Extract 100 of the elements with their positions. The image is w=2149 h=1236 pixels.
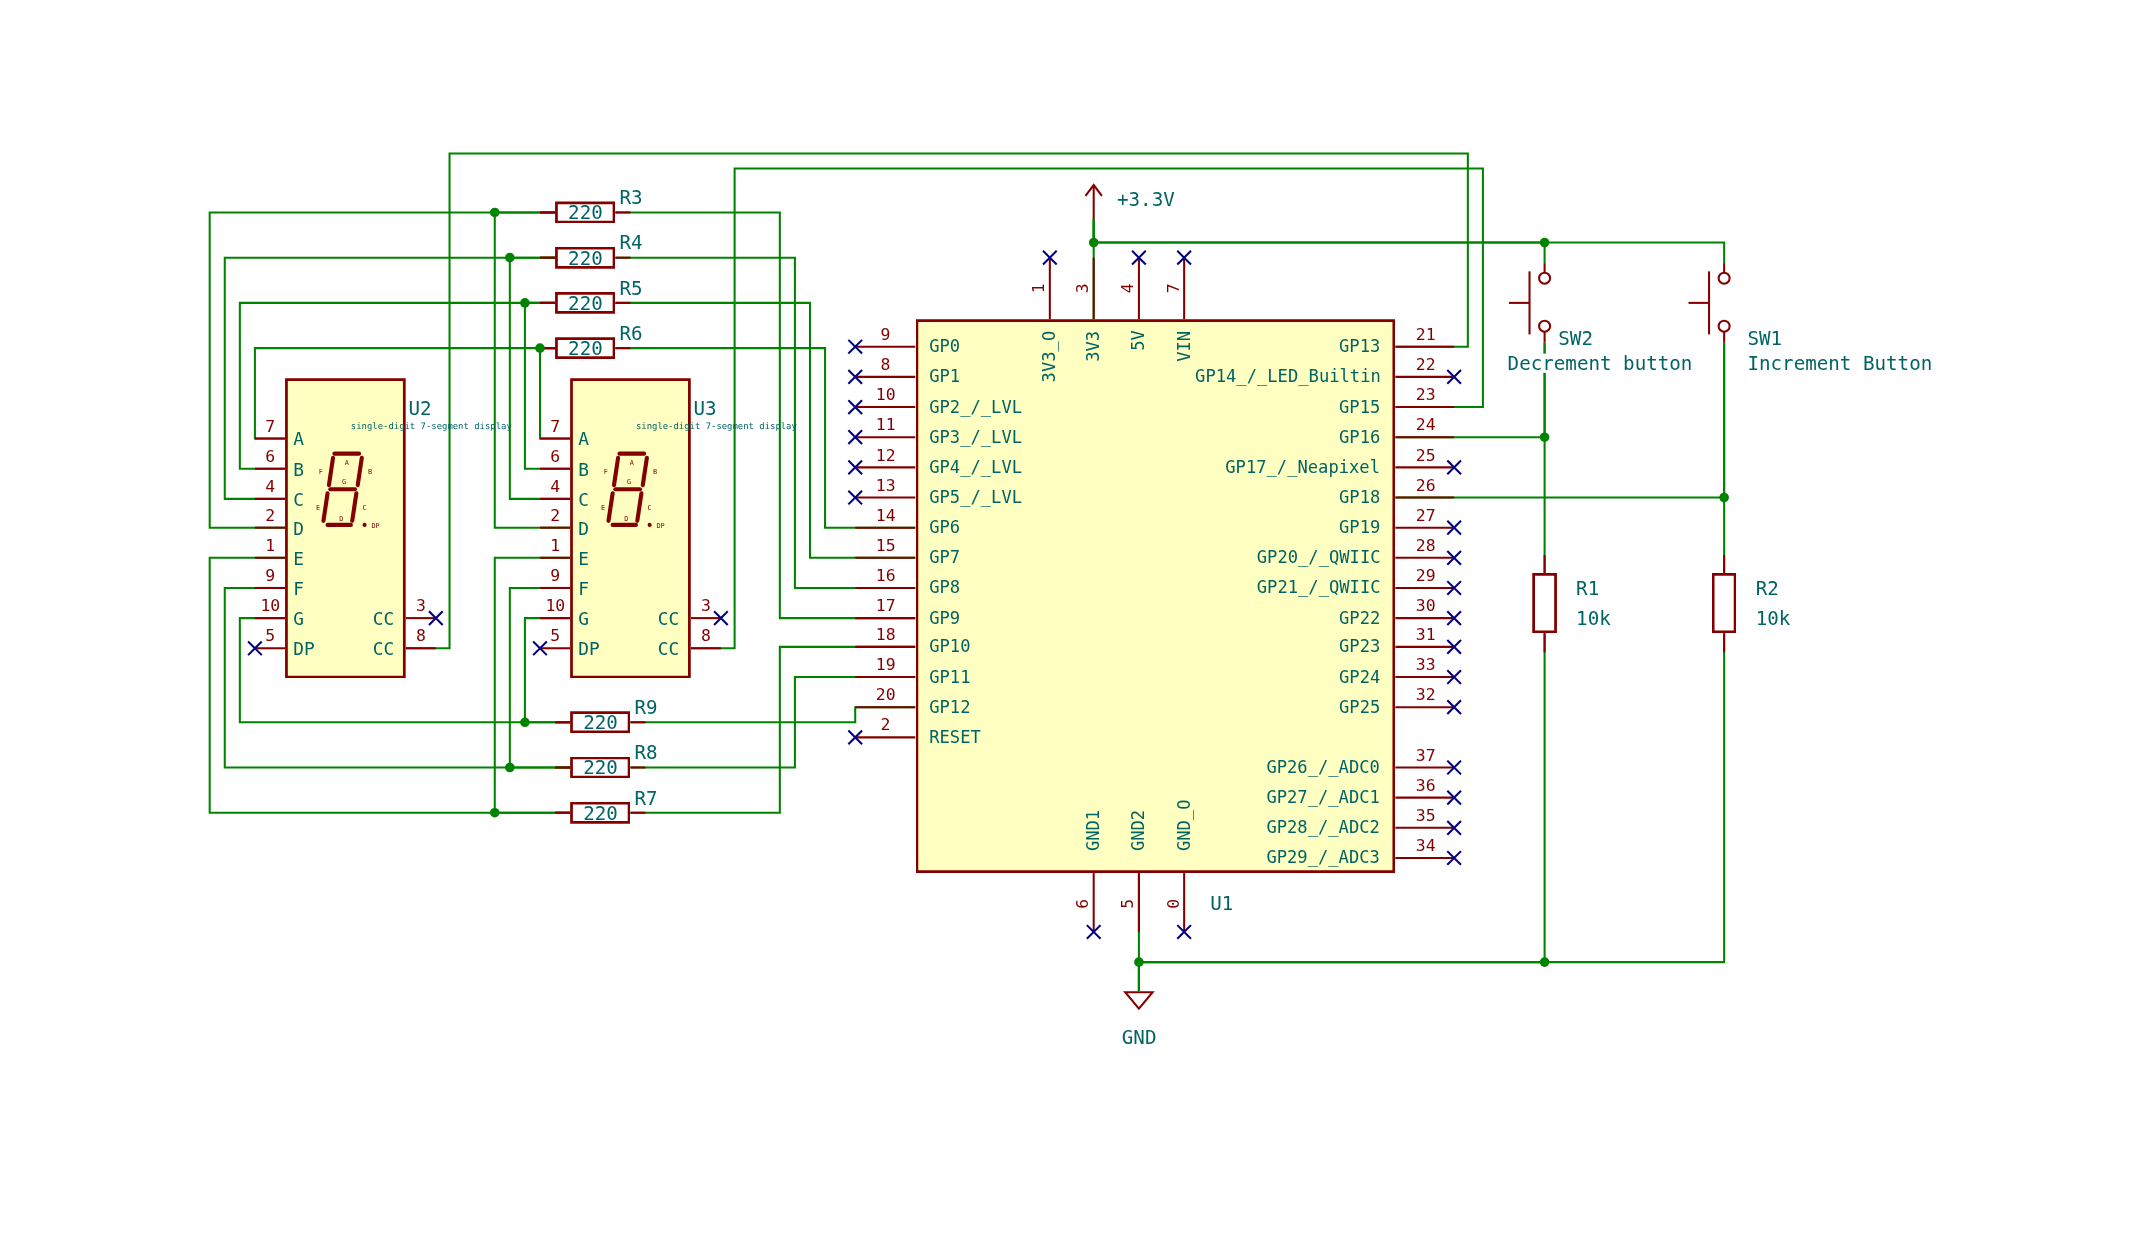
pin-name: GP1 <box>929 368 961 386</box>
pin-number: 17 <box>875 597 896 614</box>
pin-name: GP21_/_QWIIC <box>1256 579 1381 597</box>
reference-label: U2 <box>408 398 432 418</box>
reference-label: R3 <box>619 187 643 207</box>
pin-number: 2 <box>880 716 891 734</box>
pin-number: 12 <box>875 446 896 464</box>
pin-name: GP25 <box>1339 698 1381 716</box>
pin-name: C <box>578 489 590 508</box>
pin-number: 0 <box>1164 898 1182 908</box>
pin-name: GP3_/_LVL <box>929 428 1023 446</box>
pin-name: B <box>293 459 304 478</box>
pin-name: DP <box>578 639 600 658</box>
pin-name: GND2 <box>1130 809 1148 852</box>
pin-number: 25 <box>1415 446 1436 464</box>
pin-name: GP10 <box>929 638 971 656</box>
pin-name: D <box>293 518 304 537</box>
pin-number: 22 <box>1415 356 1436 373</box>
pin-name: GND_O <box>1175 799 1193 852</box>
pin-number: 4 <box>550 478 561 495</box>
pin-name: GP14_/_LED_Builtin <box>1195 368 1381 386</box>
value-label: 10k <box>1576 608 1611 628</box>
pin-number: 14 <box>875 507 896 524</box>
pin-name: GP15 <box>1339 398 1381 416</box>
pin-name: F <box>578 579 590 597</box>
value-label: 10k <box>1755 608 1791 628</box>
pin-number: 19 <box>875 656 896 673</box>
pin-name: GND1 <box>1084 809 1102 852</box>
reference-label: R5 <box>619 278 643 298</box>
pin-name: GP23 <box>1339 638 1381 656</box>
pin-name: G <box>293 609 304 627</box>
pin-name: GP2_/_LVL <box>929 398 1023 416</box>
reference-label: R7 <box>634 788 658 808</box>
value-label: 220 <box>568 202 603 223</box>
pin-name: F <box>293 579 304 597</box>
pin-number: 4 <box>1119 282 1137 293</box>
value-label: 220 <box>568 293 603 313</box>
pin-name: GP22 <box>1339 609 1381 627</box>
pin-name: 5V <box>1130 330 1148 351</box>
value-label: 220 <box>583 803 618 823</box>
pin-number: 26 <box>1415 476 1436 494</box>
pin-number: 32 <box>1415 686 1436 704</box>
pin-number: 36 <box>1415 777 1436 794</box>
pin-number: 35 <box>1415 807 1436 824</box>
pin-name: GP0 <box>929 337 961 355</box>
wire <box>690 167 1484 650</box>
pin-number: 8 <box>415 627 426 645</box>
pin-name: CC <box>372 609 395 627</box>
pin-number: 6 <box>1074 898 1091 908</box>
pin-number: 7 <box>550 418 561 435</box>
wire <box>493 211 571 529</box>
pin-name: CC <box>657 609 680 627</box>
pin-number: 1 <box>1030 282 1048 293</box>
pin-number: 3 <box>415 597 426 614</box>
pin-number: 16 <box>875 567 896 584</box>
pin-number: 37 <box>1415 746 1436 764</box>
pin-number: 27 <box>1415 507 1436 524</box>
pin-name: A <box>293 429 304 448</box>
pin-name: GP4_/_LVL <box>929 458 1023 476</box>
pin-name: GP16 <box>1339 428 1381 446</box>
pin-number: 5 <box>265 627 276 645</box>
pin-name: GP11 <box>929 668 971 686</box>
pin-number: 2 <box>550 507 561 524</box>
pin-number: 11 <box>875 416 896 434</box>
reference-label: R4 <box>619 233 643 253</box>
pin-number: 23 <box>1415 386 1436 403</box>
pin-name: GP6 <box>929 518 961 536</box>
pin-name: 3V3 <box>1084 330 1102 362</box>
pin-number: 15 <box>875 537 896 554</box>
value-label: 220 <box>568 338 603 358</box>
pin-number: 1 <box>265 537 276 554</box>
pin-name: B <box>578 459 590 478</box>
pin-name: D <box>578 518 590 537</box>
reference-label: R6 <box>619 323 643 343</box>
pin-name: DP <box>293 639 315 658</box>
wire <box>405 152 1469 650</box>
pin-name: C <box>293 489 304 508</box>
wire <box>615 256 916 589</box>
reference-label: R9 <box>634 697 658 717</box>
pin-name: GP19 <box>1339 518 1381 536</box>
button-label: Increment Button <box>1747 353 1933 373</box>
pin-name: E <box>293 548 304 567</box>
wire <box>493 556 571 814</box>
wire <box>1137 633 1726 991</box>
pin-number: 9 <box>550 567 561 584</box>
pin-number: 24 <box>1415 416 1436 434</box>
pin-name: GP12 <box>929 698 971 716</box>
pin-name: GP26_/_ADC0 <box>1266 758 1380 776</box>
pin-number: 6 <box>550 448 561 465</box>
pin-number: 9 <box>265 567 276 584</box>
pin-number: 10 <box>260 597 281 614</box>
reference-label: R8 <box>634 742 658 762</box>
pin-number: 20 <box>875 686 896 704</box>
wire <box>630 706 916 724</box>
pin-number: 3 <box>1074 282 1091 293</box>
net-label: +3.3V <box>1117 189 1175 209</box>
pin-number: 18 <box>875 626 896 643</box>
pin-number: 3 <box>701 597 711 614</box>
pin-name: GP7 <box>929 548 961 567</box>
wire <box>1092 219 1726 264</box>
